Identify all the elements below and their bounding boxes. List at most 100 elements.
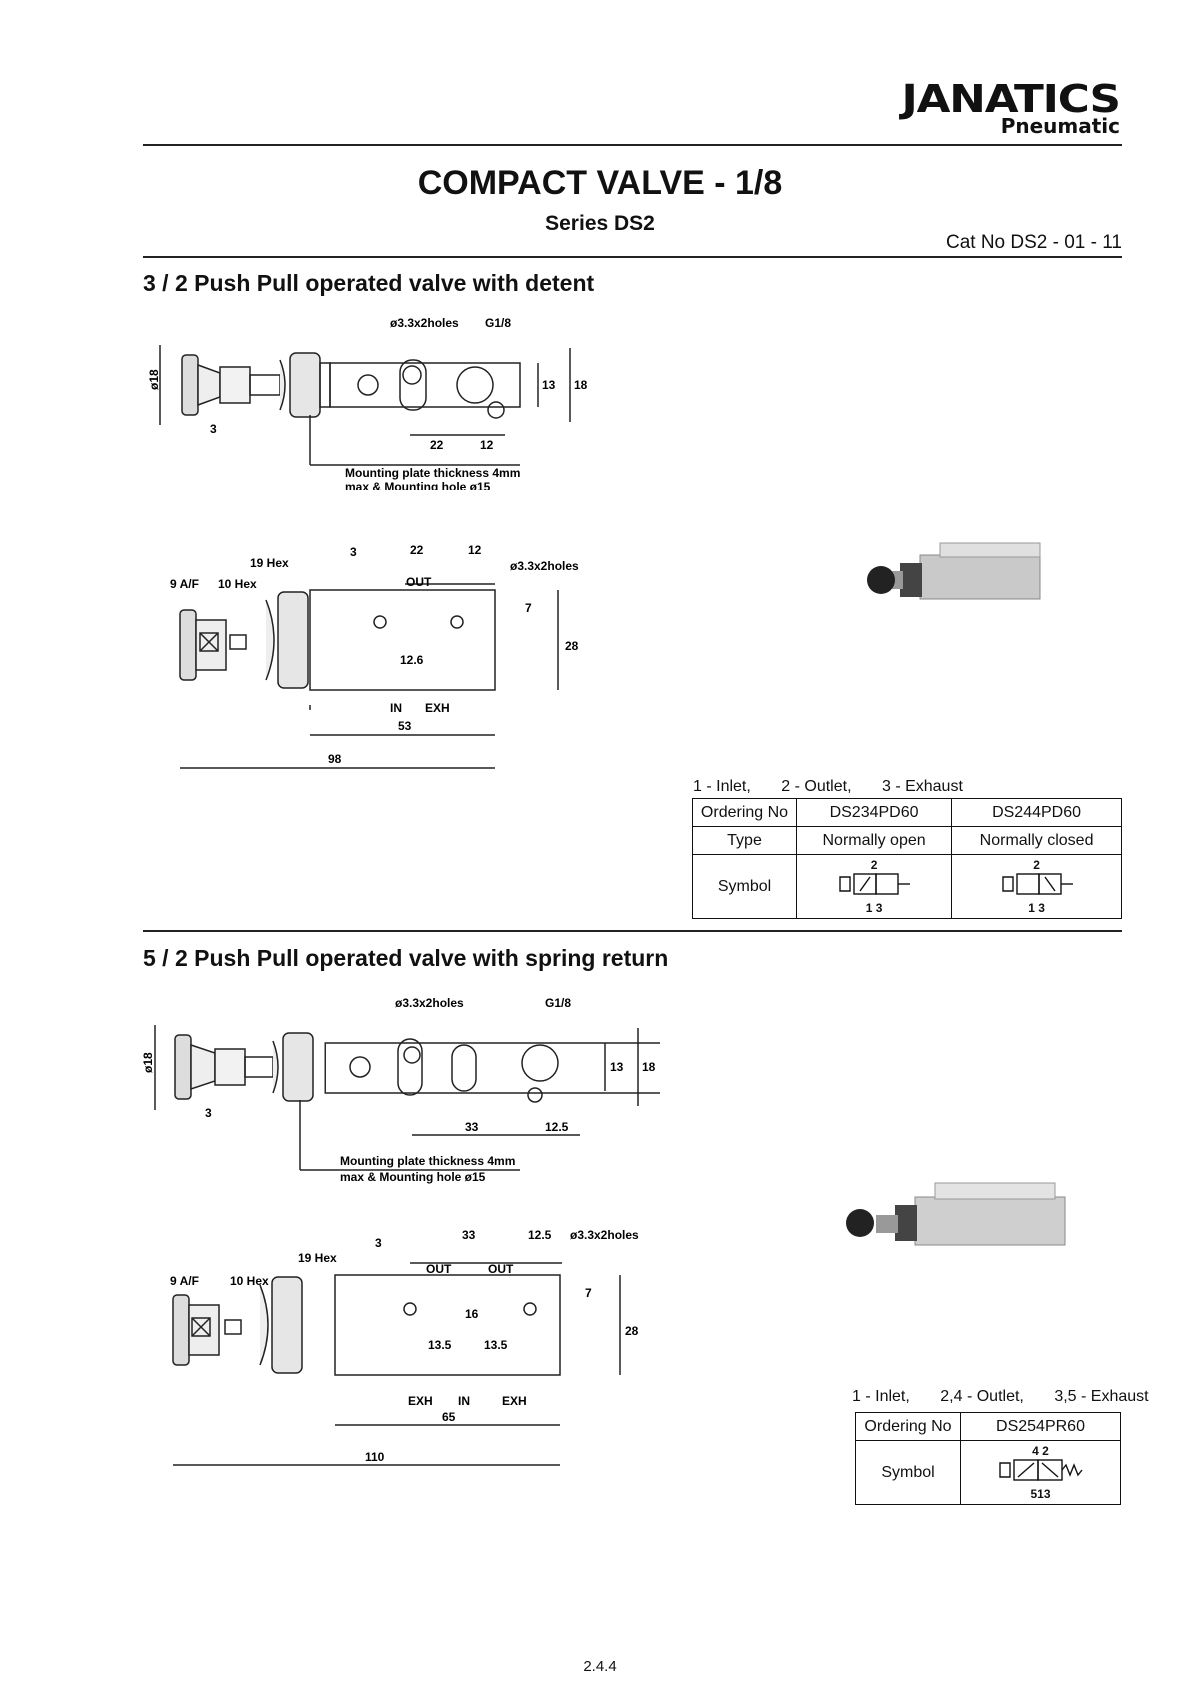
section-heading-5-2: 5 / 2 Push Pull operated valve with spri… — [143, 945, 669, 971]
dia18-label: ø18 — [147, 369, 161, 390]
series-label: Series DS2 — [545, 212, 655, 235]
mount-note-1: Mounting plate thickness 4mm — [345, 466, 520, 480]
symbol-nc: 2 1 3 — [951, 854, 1122, 919]
mount-note-1-2: Mounting plate thickness 4mm — [340, 1154, 515, 1168]
dim13-5-label-b: 13.5 — [484, 1338, 508, 1352]
model-nc: DS244PD60 — [951, 798, 1122, 827]
ordering-no-header: Ordering No — [692, 798, 797, 827]
legend-outlet: 2 - Outlet, — [781, 778, 852, 795]
dim65-label: 65 — [442, 1410, 456, 1424]
hex10-label-2: 10 Hex — [230, 1274, 269, 1288]
af-label: 9 A/F — [170, 577, 199, 591]
hex19-label: 19 Hex — [250, 556, 289, 570]
symbol-nc-top: 2 — [1033, 858, 1040, 872]
dim110-label: 110 — [365, 1450, 385, 1464]
dim53-label: 53 — [398, 719, 412, 733]
dim22-label-side: 22 — [410, 543, 424, 557]
dim33-label: 33 — [465, 1120, 479, 1134]
title-rule — [143, 256, 1122, 258]
legend-inlet-2: 1 - Inlet, — [852, 1388, 910, 1405]
product-photo-5-2 — [846, 1182, 1066, 1246]
dim22-label: 22 — [430, 438, 444, 452]
page-number: 2.4.4 — [583, 1658, 617, 1675]
hex19-label-2: 19 Hex — [298, 1251, 337, 1265]
ordering-table-5-2: Ordering No DS254PR60 Symbol 4 2 513 — [855, 1412, 1121, 1505]
dim12-label: 12 — [480, 438, 494, 452]
product-photo-3-2 — [867, 542, 1041, 600]
type-no: Normally open — [795, 826, 953, 855]
dim3-label-side: 3 — [350, 545, 357, 559]
legend-5-2: 1 - Inlet, 2,4 - Outlet, 3,5 - Exhaust — [852, 1388, 1175, 1406]
valve-symbol-5-2 — [998, 1459, 1083, 1481]
symbol-no-bottom: 1 3 — [865, 901, 883, 915]
valve-symbol-nc — [1001, 873, 1073, 895]
legend-inlet: 1 - Inlet, — [693, 778, 751, 795]
page-title: COMPACT VALVE - 1/8 — [417, 164, 783, 202]
section-heading-3-2: 3 / 2 Push Pull operated valve with dete… — [143, 270, 595, 296]
exh-label-a: EXH — [408, 1394, 433, 1408]
out-label-b: OUT — [488, 1262, 514, 1276]
ordering-table-3-2: Ordering No DS234PD60 DS244PD60 Type Nor… — [692, 798, 1122, 919]
dim28-label-2: 28 — [625, 1324, 639, 1338]
holes-label: ø3.3x2holes — [390, 316, 459, 330]
valve-symbol-no — [839, 873, 911, 895]
header-rule — [143, 144, 1122, 146]
thread-label-2: G1/8 — [545, 996, 571, 1010]
dim13-5-label-a: 13.5 — [428, 1338, 452, 1352]
dim33-label-side: 33 — [462, 1228, 476, 1242]
dim98-label: 98 — [328, 752, 342, 766]
legend-3-2: 1 - Inlet, 2 - Outlet, 3 - Exhaust — [693, 778, 989, 796]
drawing-3-2-top-view: ø3.3x2holes G1/8 ø18 3 22 12 13 18 Mount… — [147, 316, 588, 490]
dia18-label-2: ø18 — [141, 1052, 155, 1073]
model-5-2: DS254PR60 — [960, 1412, 1121, 1441]
section-rule — [143, 930, 1122, 932]
legend-outlet-2: 2,4 - Outlet, — [940, 1388, 1024, 1405]
dim3-label-side-2: 3 — [375, 1236, 382, 1250]
dim16-label: 16 — [465, 1307, 479, 1321]
symbol-5-2-bottom: 513 — [1030, 1487, 1051, 1501]
holes-label-2: ø3.3x2holes — [395, 996, 464, 1010]
exh-label: EXH — [425, 701, 450, 715]
brand-subtitle: Pneumatic — [1000, 114, 1120, 138]
catalog-number: Cat No DS2 - 01 - 11 — [945, 232, 1122, 253]
out-label-a: OUT — [426, 1262, 452, 1276]
dim3-label-2: 3 — [205, 1106, 212, 1120]
dim7-label-2: 7 — [585, 1286, 592, 1300]
type-nc: Normally closed — [951, 826, 1122, 855]
symbol-no-top: 2 — [870, 858, 878, 872]
drawing-3-2-side-view: 19 Hex 9 A/F 10 Hex 3 22 12 ø3.3x2holes … — [170, 543, 579, 769]
brand-name: JANATICS — [901, 77, 1121, 121]
drawing-5-2-side-view: 19 Hex 9 A/F 10 Hex 3 33 12.5 ø3.3x2hole… — [170, 1228, 639, 1466]
dim3-label: 3 — [210, 422, 217, 436]
holes-label-side: ø3.3x2holes — [510, 559, 579, 573]
out-label: OUT — [406, 575, 432, 589]
drawing-5-2-top-view: ø3.3x2holes G1/8 ø18 3 33 12.5 13 18 Mou… — [141, 996, 660, 1184]
exh-label-b: EXH — [502, 1394, 527, 1408]
symbol-5-2-top: 4 2 — [1032, 1444, 1049, 1458]
dim13-label-2: 13 — [610, 1060, 624, 1074]
dim12-5-label-side: 12.5 — [528, 1228, 552, 1242]
dim7-label: 7 — [525, 601, 532, 615]
symbol-no: 2 1 3 — [795, 854, 953, 919]
dim13-label: 13 — [542, 378, 556, 392]
legend-exhaust: 3 - Exhaust — [881, 778, 963, 795]
thread-label: G1/8 — [485, 316, 511, 330]
dim18-label: 18 — [574, 378, 588, 392]
hex10-label: 10 Hex — [218, 577, 257, 591]
model-no: DS234PD60 — [795, 798, 953, 827]
symbol-nc-bottom: 1 3 — [1028, 901, 1045, 915]
symbol-header-2: Symbol — [855, 1440, 961, 1505]
ordering-no-header-2: Ordering No — [855, 1412, 961, 1441]
in-label-2: IN — [458, 1394, 470, 1408]
in-label: IN — [390, 701, 402, 715]
symbol-5-2: 4 2 513 — [960, 1440, 1121, 1505]
symbol-header: Symbol — [692, 854, 797, 919]
mount-note-2-2: max & Mounting hole ø15 — [340, 1170, 486, 1184]
holes-label-side-2: ø3.3x2holes — [570, 1228, 639, 1242]
dim12-6-label: 12.6 — [400, 653, 424, 667]
mount-note-2: max & Mounting hole ø15 — [345, 480, 491, 490]
dim12-5-label: 12.5 — [545, 1120, 569, 1134]
dim18-label-2: 18 — [642, 1060, 656, 1074]
dim12-label-side: 12 — [468, 543, 482, 557]
brand-logo: JANATICS Pneumatic — [902, 80, 1121, 138]
